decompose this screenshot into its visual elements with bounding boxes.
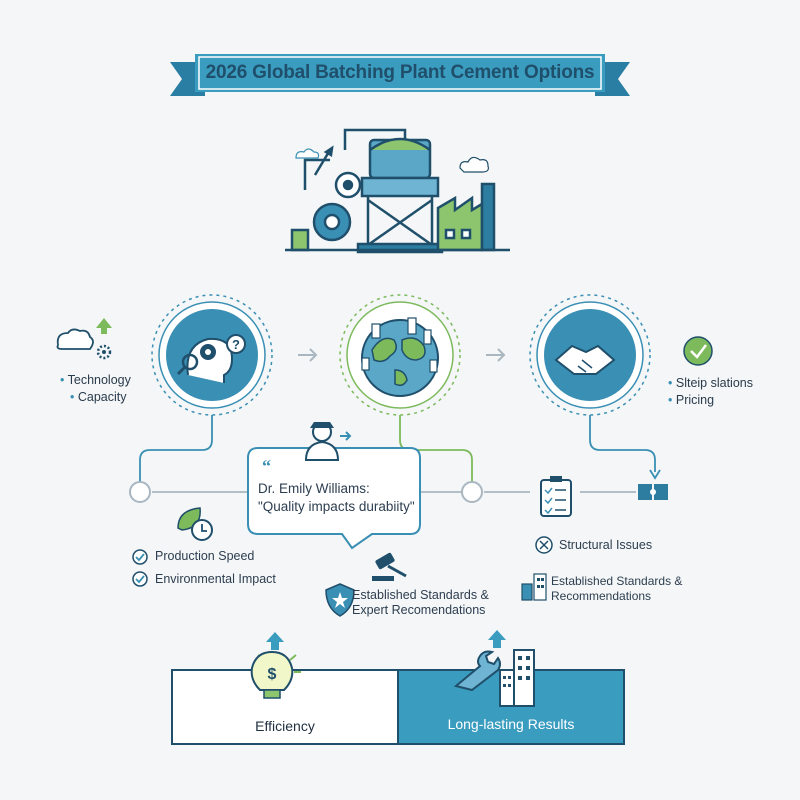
globe-circle bbox=[339, 294, 461, 416]
bullet-pricing: Pricing bbox=[668, 392, 753, 409]
handshake-circle bbox=[529, 294, 651, 416]
center-standards-note: Established Standards & Expert Recomenda… bbox=[352, 588, 489, 618]
svg-text:$: $ bbox=[268, 666, 277, 683]
expert-avatar-icon bbox=[304, 422, 352, 461]
right-bullet-list: Slteip slations Pricing bbox=[668, 375, 753, 409]
wrench-building-icon bbox=[453, 649, 535, 707]
center-note-line-1: Established Standards & bbox=[352, 588, 489, 602]
checklist-icon bbox=[540, 476, 572, 517]
leaf-clock-icon bbox=[177, 507, 213, 541]
expert-quote: Dr. Emily Williams: "Quality impacts dur… bbox=[258, 480, 418, 516]
check-label-production-speed: Production Speed bbox=[155, 549, 255, 563]
gavel-icon bbox=[372, 552, 407, 581]
arrow-up-icon-results bbox=[488, 630, 506, 648]
structural-issues-label: Structural Issues bbox=[559, 538, 653, 552]
efficiency-label: Efficiency bbox=[255, 718, 315, 734]
right-note-line-1: Established Standards & bbox=[551, 574, 683, 588]
node-center bbox=[461, 481, 483, 503]
long-lasting-results-label: Long-lasting Results bbox=[447, 716, 575, 732]
bullet-technology: Technology bbox=[60, 372, 131, 389]
page-title: 2026 Global Batching Plant Cement Option… bbox=[205, 62, 595, 83]
buildings-icon bbox=[521, 573, 547, 601]
flow-arrow-2 bbox=[486, 348, 506, 362]
right-standards-note: Established Standards & Recommendations bbox=[551, 574, 682, 604]
brain-gear-icon bbox=[56, 328, 112, 360]
bullet-capacity: Capacity bbox=[70, 389, 131, 406]
check-label-environmental-impact: Environmental Impact bbox=[155, 572, 276, 586]
node-left bbox=[129, 481, 151, 503]
check-circle-icon bbox=[683, 336, 713, 366]
quote-bubble: “ bbox=[247, 447, 421, 550]
puzzle-icon bbox=[638, 484, 668, 500]
center-note-line-2: Expert Recomendations bbox=[352, 603, 486, 617]
arrow-up-icon-efficiency bbox=[266, 632, 284, 650]
x-circle-icon bbox=[535, 536, 553, 554]
analysis-circle: ? bbox=[151, 294, 273, 416]
bullet-slteip-slations: Slteip slations bbox=[668, 375, 753, 392]
arrow-up-icon bbox=[96, 318, 112, 334]
quote-author: Dr. Emily Williams: bbox=[258, 481, 370, 496]
svg-text:“: “ bbox=[262, 456, 271, 476]
quote-text: "Quality impacts durabiity" bbox=[258, 499, 415, 514]
lightbulb-dollar-icon: $ bbox=[250, 650, 301, 699]
flow-arrow-1 bbox=[298, 348, 318, 362]
check-icon-2 bbox=[132, 571, 148, 587]
shield-star-icon bbox=[325, 583, 355, 617]
right-note-line-2: Recommendations bbox=[551, 589, 652, 603]
connector-lines bbox=[139, 415, 661, 493]
title-ribbon bbox=[170, 54, 630, 96]
check-icon-1 bbox=[132, 549, 148, 565]
svg-text:?: ? bbox=[232, 337, 240, 352]
batching-plant-illustration bbox=[285, 128, 510, 254]
left-bullet-list: Technology Capacity bbox=[60, 372, 131, 406]
